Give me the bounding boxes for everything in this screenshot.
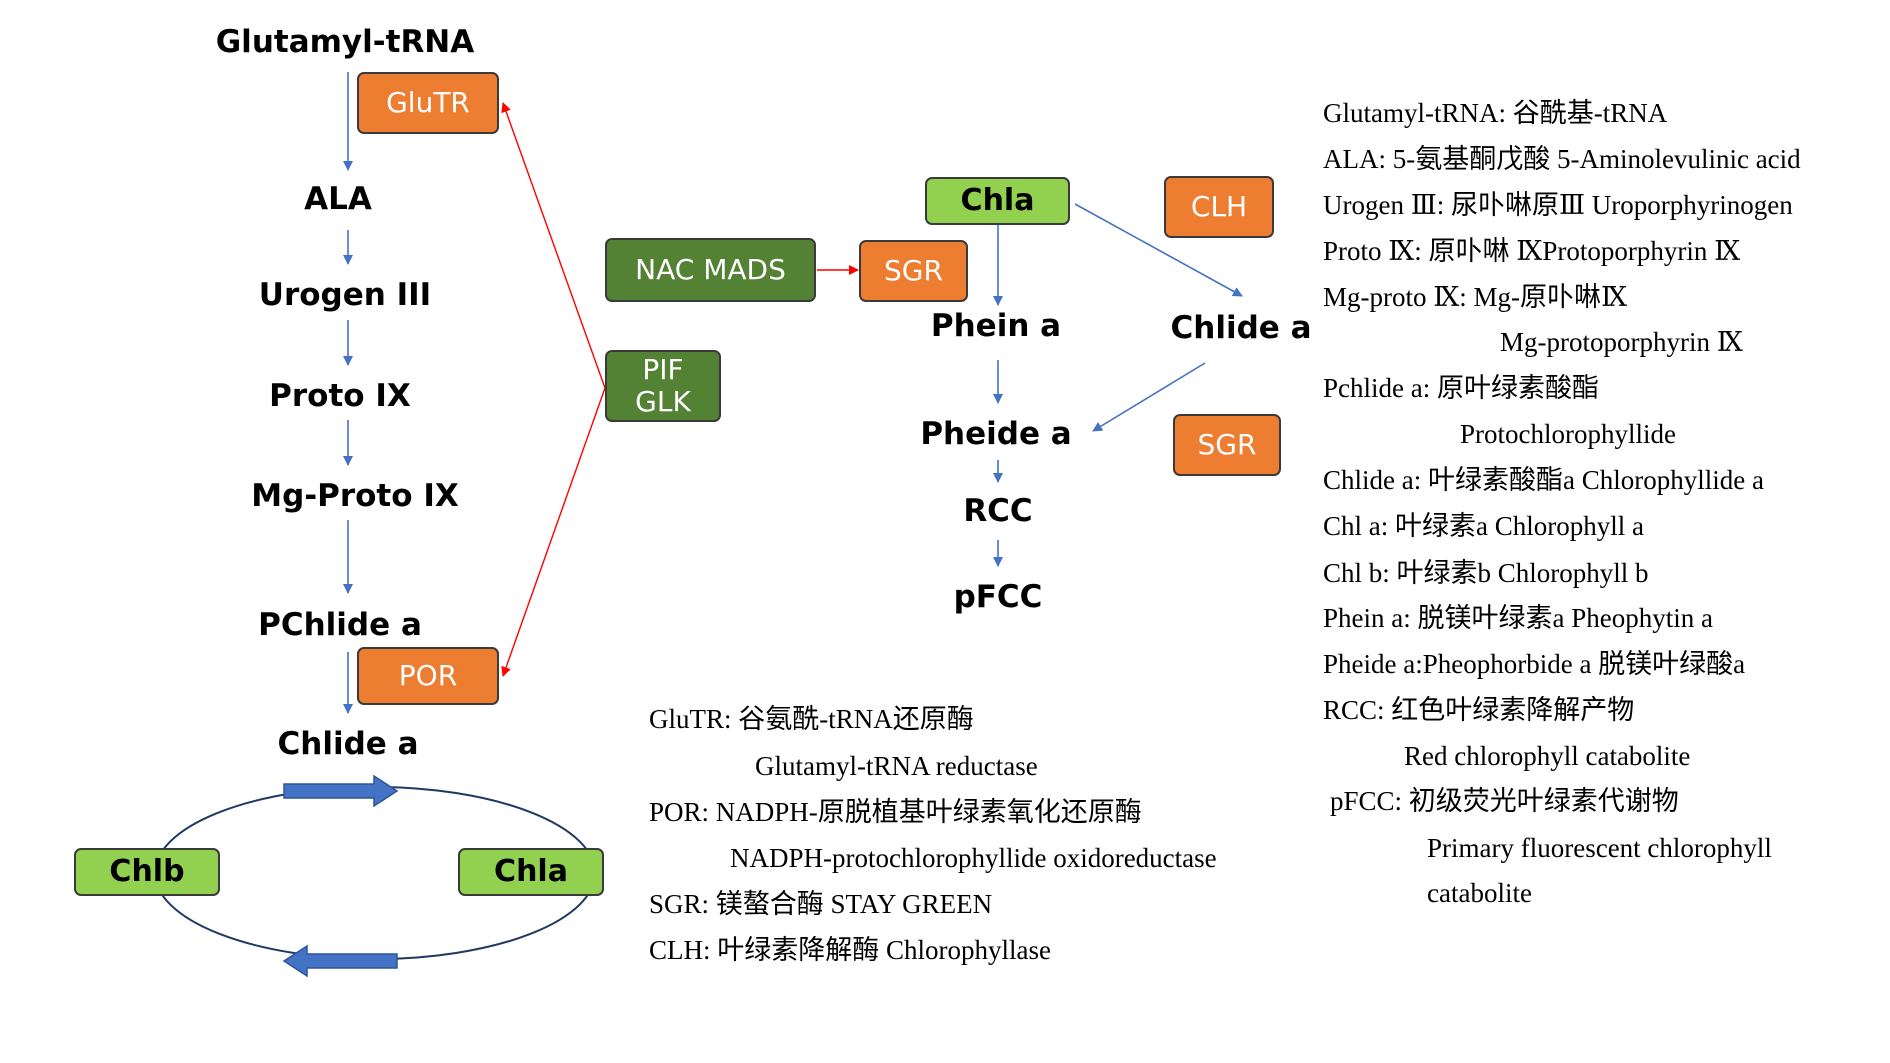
glk-label: GLK	[635, 385, 691, 418]
legend-right-line: Phein a: 脱镁叶绿素a Pheophytin a	[1323, 603, 1713, 633]
cycle-arrow-backward	[282, 944, 398, 978]
mg-proto-ix-label: Mg-Proto IX	[251, 478, 459, 514]
legend-right-line: Primary fluorescent chlorophyll	[1427, 833, 1772, 863]
rcc-label: RCC	[963, 493, 1033, 529]
pfcc-label: pFCC	[953, 579, 1043, 615]
por-enzyme-box: POR	[357, 647, 499, 705]
legend-bottom-line: NADPH-protochlorophyllide oxidoreductase	[730, 843, 1217, 873]
chlb-cycle-box: Chlb	[74, 848, 220, 896]
legend-bottom-line: CLH: 叶绿素降解酶 Chlorophyllase	[649, 935, 1051, 965]
arrow-regulator-to-glutr	[501, 102, 606, 389]
cycle-arrow-forward	[283, 774, 399, 808]
legend-right-line: RCC: 红色叶绿素降解产物	[1323, 695, 1635, 725]
sgr-label-1: SGR	[884, 253, 943, 287]
por-label: POR	[398, 658, 458, 692]
legend-bottom-line: Glutamyl-tRNA reductase	[755, 751, 1038, 781]
glutr-label: GluTR	[386, 85, 470, 119]
nac-mads-label: NAC MADS	[635, 252, 786, 286]
legend-right-line: Mg-protoporphyrin Ⅸ	[1500, 327, 1743, 357]
pif-glk-regulator-box: PIF GLK	[605, 350, 721, 422]
phein-a-label: Phein a	[930, 308, 1062, 344]
legend-right-line: Mg-proto Ⅸ: Mg-原卟啉Ⅸ	[1323, 282, 1628, 312]
legend-right-line: Protochlorophyllide	[1460, 419, 1676, 449]
ala-label: ALA	[304, 181, 372, 217]
legend-bottom-line: SGR: 镁螯合酶 STAY GREEN	[649, 889, 993, 919]
legend-right-line: Glutamyl-tRNA: 谷酰基-tRNA	[1323, 98, 1668, 128]
sgr-label-2: SGR	[1197, 427, 1257, 461]
legend-right-line: pFCC: 初级荧光叶绿素代谢物	[1330, 786, 1679, 816]
arrow-chla-to-chlide	[1074, 203, 1243, 297]
chla-degradation-label: Chla	[960, 182, 1035, 218]
urogen-label: Urogen III	[258, 277, 432, 313]
legend-right-line: Chl a: 叶绿素a Chlorophyll a	[1323, 511, 1644, 541]
legend-right-line: Chl b: 叶绿素b Chlorophyll b	[1323, 558, 1649, 588]
chla-degradation-box: Chla	[925, 177, 1070, 225]
chla-cycle-label: Chla	[494, 853, 568, 889]
pheide-a-label: Pheide a	[920, 416, 1072, 452]
clh-label: CLH	[1190, 189, 1248, 223]
sgr-enzyme-box-2: SGR	[1173, 414, 1281, 476]
legend-right-line: catabolite	[1427, 878, 1532, 908]
legend-right-line: Proto Ⅸ: 原卟啉 ⅨProtoporphyrin Ⅸ	[1323, 236, 1741, 266]
legend-right-line: Red chlorophyll catabolite	[1404, 741, 1691, 771]
pchlide-a-label: PChlide a	[258, 607, 422, 643]
proto-ix-label: Proto IX	[269, 378, 411, 414]
chla-cycle-box: Chla	[458, 848, 604, 896]
chlide-a-label: Chlide a	[277, 726, 419, 762]
nac-mads-regulator-box: NAC MADS	[605, 238, 816, 302]
arrow-chlide-to-pheide	[1092, 362, 1206, 432]
legend-right-line: Pchlide a: 原叶绿素酸酯	[1323, 373, 1599, 403]
chlide-a-degradation-label: Chlide a	[1170, 310, 1312, 346]
glutr-enzyme-box: GluTR	[357, 72, 499, 134]
clh-enzyme-box: CLH	[1164, 176, 1274, 238]
glutamyl-trna-label: Glutamyl-tRNA	[215, 24, 475, 60]
pif-label: PIF	[642, 352, 684, 386]
legend-right-line: ALA: 5-氨基酮戊酸 5-Aminolevulinic acid	[1323, 144, 1801, 174]
chlb-cycle-label: Chlb	[109, 853, 185, 889]
legend-right-line: Pheide a:Pheophorbide a 脱镁叶绿酸a	[1323, 649, 1746, 679]
legend-bottom-line: GluTR: 谷氨酰-tRNA还原酶	[649, 704, 974, 734]
arrow-regulator-to-por	[501, 387, 606, 677]
sgr-enzyme-box-1: SGR	[859, 240, 968, 302]
legend-right-line: Chlide a: 叶绿素酸酯a Chlorophyllide a	[1323, 465, 1764, 495]
legend-bottom-line: POR: NADPH-原脱植基叶绿素氧化还原酶	[649, 797, 1142, 827]
legend-right-line: Urogen Ⅲ: 尿卟啉原Ⅲ Uroporphyrinogen	[1323, 190, 1793, 220]
